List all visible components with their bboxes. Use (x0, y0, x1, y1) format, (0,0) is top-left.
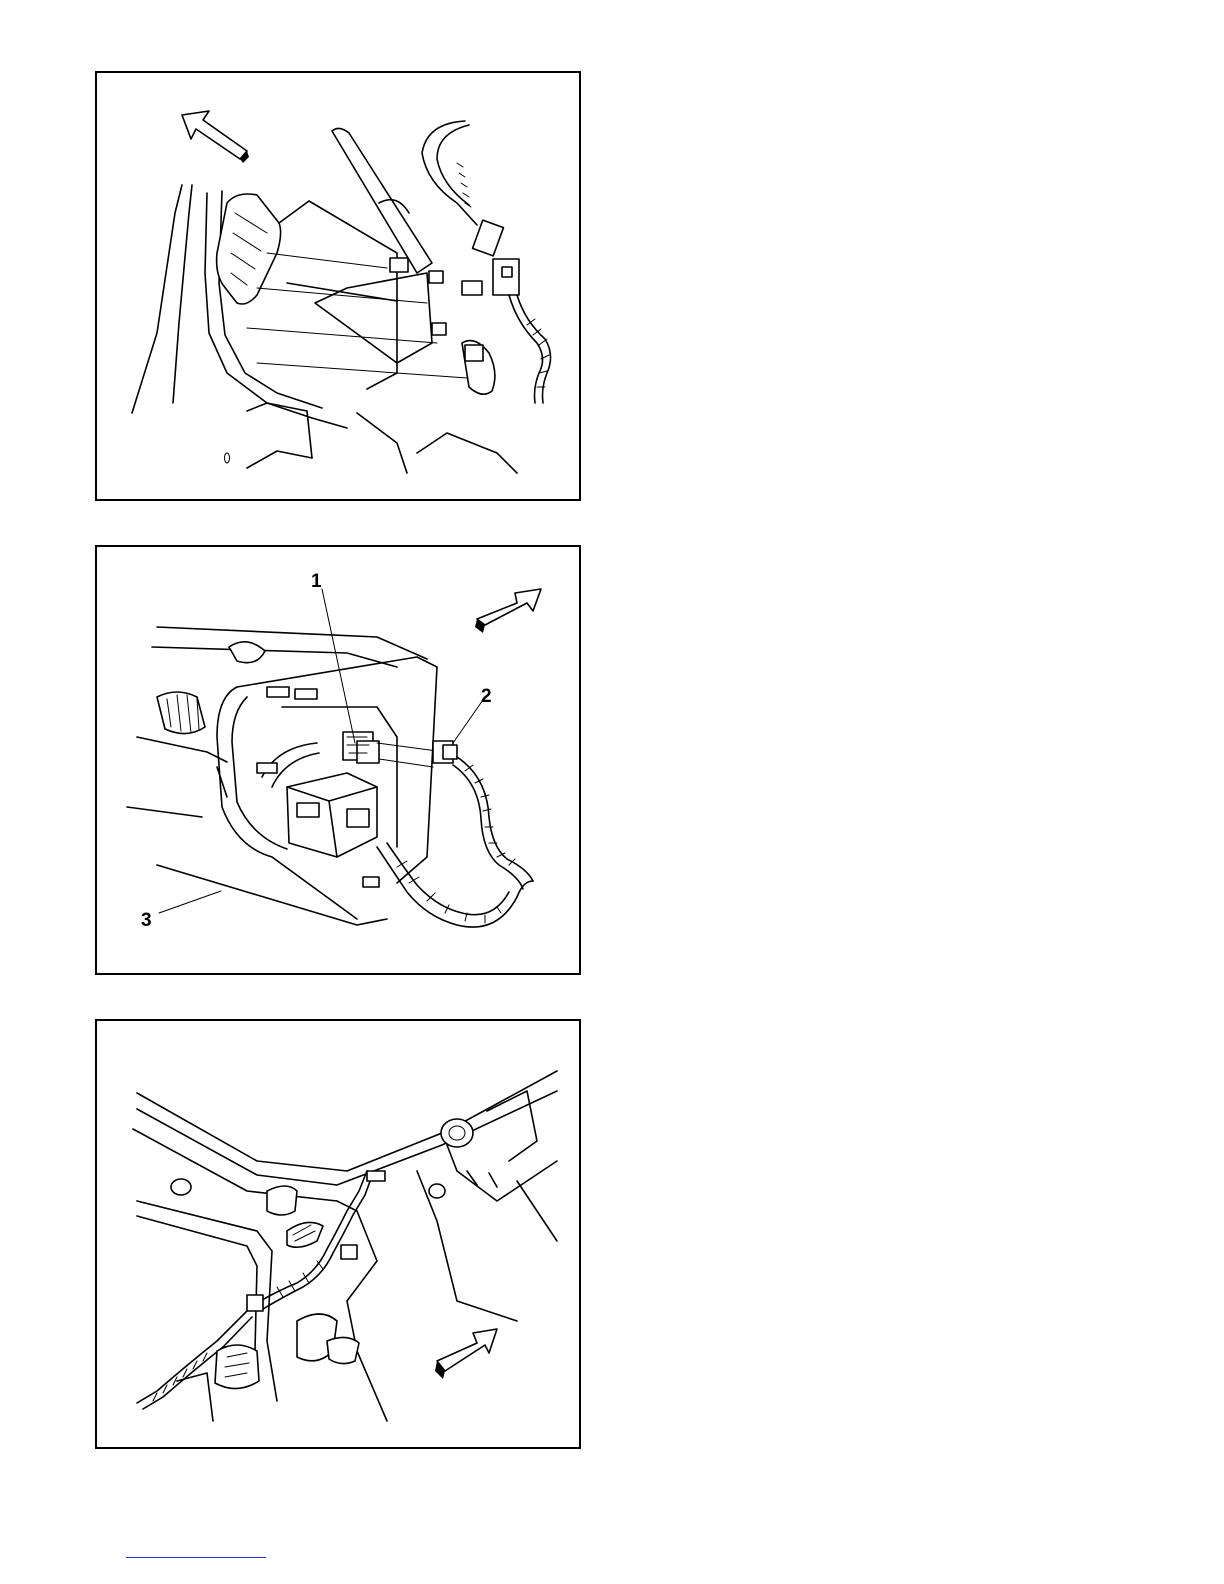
callout-3-leader (159, 891, 221, 913)
illustration-panel-1 (95, 71, 581, 501)
footer-rule (126, 1557, 266, 1558)
callout-label-1: 1 (311, 572, 322, 591)
callout-1-leader (322, 589, 355, 743)
illustration-panel-3 (95, 1019, 581, 1449)
direction-arrow-icon (182, 111, 249, 163)
illustration-1-drawing (97, 73, 579, 499)
illustration-3-drawing (97, 1021, 579, 1447)
callout-label-2: 2 (481, 687, 492, 706)
direction-arrow-icon (435, 1329, 497, 1379)
illustration-2-drawing (97, 547, 579, 973)
illustration-panel-2: 1 2 3 (95, 545, 581, 975)
callout-label-3: 3 (141, 911, 152, 930)
direction-arrow-icon (475, 589, 541, 633)
